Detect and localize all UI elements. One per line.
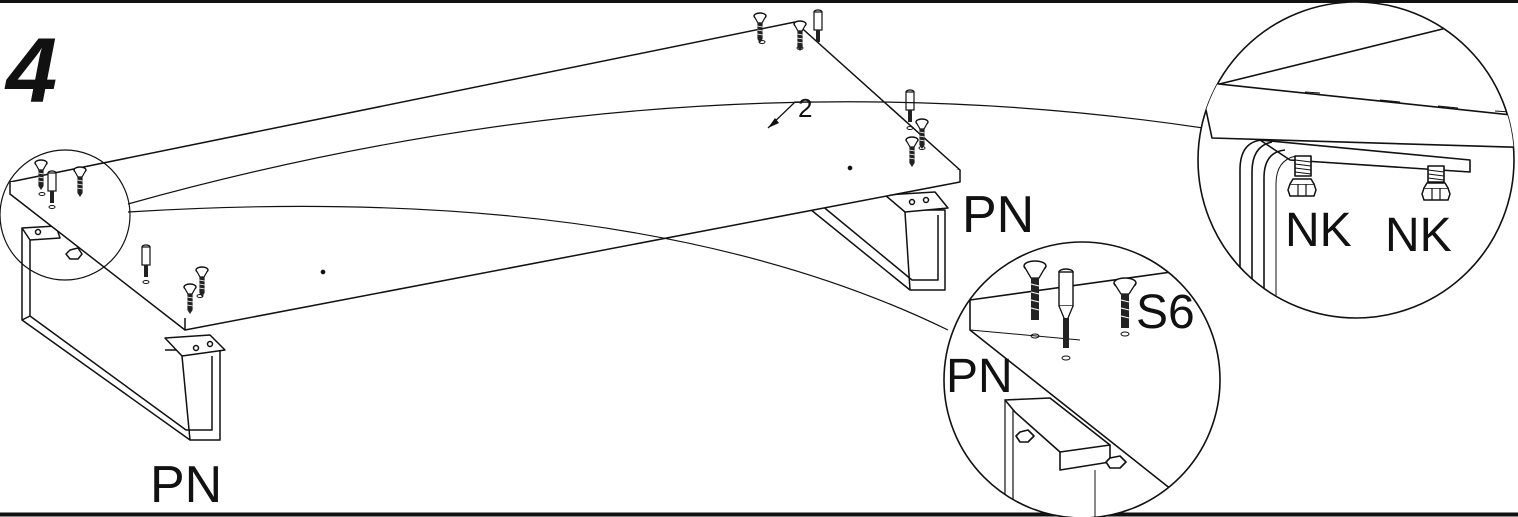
detail-circle-nuts: NK NK [1197,1,1515,319]
leg-label-right: PN [962,186,1034,244]
screw-label-s6: S6 [1136,286,1195,339]
leg-label-left: PN [150,456,222,514]
detail-screw-s6 [1113,277,1137,328]
nut-icon [1421,182,1451,201]
detail-circle-fasteners: S6 PN [943,241,1221,517]
bolt-left [1294,155,1312,177]
step-number: 4 [4,20,57,122]
nut-label-left: NK [1285,204,1352,257]
leg-label-detail: PN [946,350,1013,403]
nut-label-right: NK [1385,209,1452,262]
nut-icon [1287,178,1317,197]
u-leg-right-icon [804,191,949,291]
detail-dowel [1058,268,1074,348]
detail-screw-left [1023,260,1047,320]
u-leg-left-icon [21,225,226,441]
bolt-right [1427,165,1445,183]
part-number-label: 2 [798,93,812,123]
callout-lines [0,101,1204,331]
dowel-pin-icon [813,9,823,43]
panel-board [9,21,961,331]
dowel-pin-icon [905,89,915,123]
